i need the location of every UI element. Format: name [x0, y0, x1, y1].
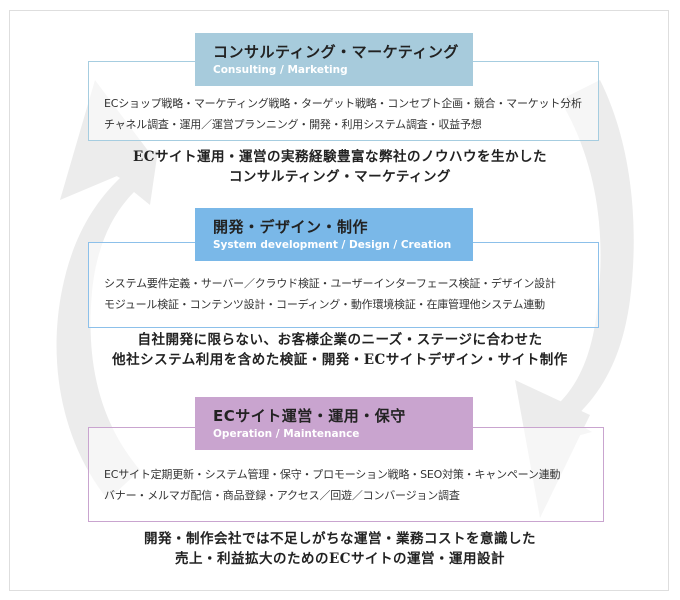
operation-item-line: バナー・メルマガ配信・商品登録・アクセス／回遊／コンバージョン調査 — [104, 489, 460, 502]
summary-line: 自社開発に限らない、お客様企業のニーズ・ステージに合わせた — [137, 332, 543, 348]
development-item-line: モジュール検証・コンテンツ設計・コーディング・動作環境検証・在庫管理他システム連… — [104, 298, 545, 311]
operation-item-line: ECサイト定期更新・システム管理・保守・プロモーション戦略・SEO対策・キャンペ… — [104, 468, 561, 481]
consulting-item-line: ECショップ戦略・マーケティング戦略・ターゲット戦略・コンセプト企画・競合・マー… — [104, 97, 582, 110]
development-header: 開発・デザイン・制作 System development / Design /… — [195, 208, 473, 261]
consulting-subtitle: Consulting / Marketing — [213, 64, 348, 76]
development-subtitle: System development / Design / Creation — [213, 239, 452, 251]
operation-header: ECサイト運営・運用・保守 Operation / Maintenance — [195, 397, 473, 450]
summary-line: ECサイト運用・運営の実務経験豊富な弊社のノウハウを生かした — [132, 149, 548, 165]
left-cycle-arrow-icon — [56, 150, 158, 500]
consulting-items: ECショップ戦略・マーケティング戦略・ターゲット戦略・コンセプト企画・競合・マー… — [104, 93, 582, 135]
development-item-line: システム要件定義・サーバー／クラウド検証・ユーザーインターフェース検証・デザイン… — [104, 277, 556, 290]
consulting-item-line: チャネル調査・運用／運営プランニング・開発・利用システム調査・収益予想 — [104, 118, 482, 131]
summary-line: 売上・利益拡大のためのECサイトの運営・運用設計 — [174, 551, 506, 567]
operation-subtitle: Operation / Maintenance — [213, 428, 360, 440]
right-cycle-arrow-icon — [532, 80, 634, 448]
development-items: システム要件定義・サーバー／クラウド検証・ユーザーインターフェース検証・デザイン… — [104, 273, 556, 315]
consulting-summary: ECサイト運用・運営の実務経験豊富な弊社のノウハウを生かした コンサルティング・… — [0, 147, 680, 187]
summary-line: コンサルティング・マーケティング — [228, 169, 452, 185]
consulting-header: コンサルティング・マーケティング Consulting / Marketing — [195, 33, 473, 86]
development-title: 開発・デザイン・制作 — [213, 218, 369, 236]
operation-title: ECサイト運営・運用・保守 — [213, 407, 406, 425]
consulting-title: コンサルティング・マーケティング — [213, 43, 459, 61]
development-summary: 自社開発に限らない、お客様企業のニーズ・ステージに合わせた 他社システム利用を含… — [0, 330, 680, 370]
operation-summary: 開発・制作会社では不足しがちな運営・業務コストを意識した 売上・利益拡大のための… — [0, 529, 680, 569]
summary-line: 開発・制作会社では不足しがちな運営・業務コストを意識した — [144, 531, 536, 547]
summary-line: 他社システム利用を含めた検証・開発・ECサイトデザイン・サイト制作 — [112, 352, 568, 368]
operation-items: ECサイト定期更新・システム管理・保守・プロモーション戦略・SEO対策・キャンペ… — [104, 464, 561, 506]
